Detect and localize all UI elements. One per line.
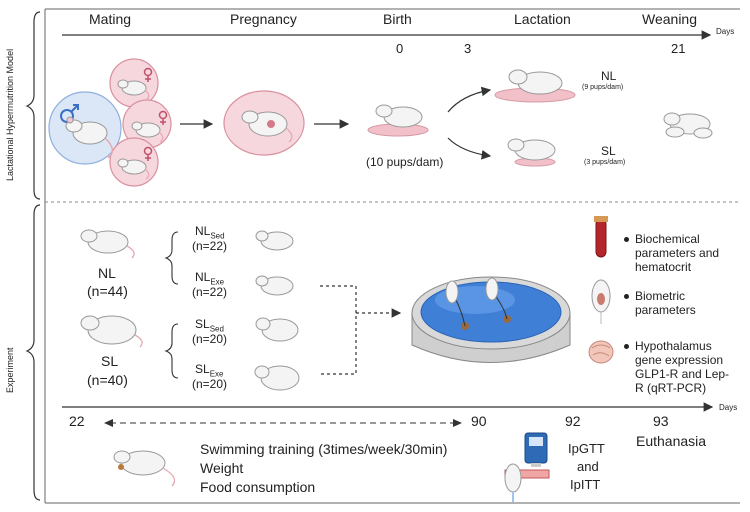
group-sl: SL [101,353,119,369]
group-nl-exe: NLExe [195,270,225,287]
experiment-section-label: Experiment [5,347,15,393]
model-section-label: Lactational Hyperrnutrition Model [5,48,15,181]
training-food: Food consumption [200,479,316,495]
female-symbol-icon [143,67,168,161]
sl-note: (3 pups/dam) [584,159,626,166]
group-sl-n: (n=40) [87,372,128,388]
stage-pregnancy: Pregnancy [230,11,297,27]
nl-label: NL [601,69,617,83]
group-sl-sed: SLSed [195,317,224,334]
stage-mating: Mating [89,11,132,27]
euthanasia-label: Euthanasia [636,433,707,449]
rat-icon [65,116,114,159]
outcome-hypothalamus: Hypothalamus gene expression GLP1-R and … [624,339,729,395]
group-sl-exe-n: (n=20) [192,377,228,391]
training-protocol: Swimming training (3times/week/30min) [200,441,448,457]
test-ipitt: IpITT [570,477,601,492]
outcome-biochemical: Biochemical parameters and hematocrit [624,232,719,274]
pregnant-rat-icon [241,110,293,143]
tick-22: 22 [69,413,85,429]
timeline1-unit: Days [716,27,735,36]
rat-icon [131,121,164,143]
test-and: and [577,459,599,474]
outcome-biometric: Biometric parameters [624,289,696,317]
stage-weaning: Weaning [642,11,698,27]
nl-rat-icon [80,229,135,259]
tick-92: 92 [565,413,581,429]
nl-litter-icon [494,69,576,103]
experiment-brace [25,204,41,501]
rat-icon [117,79,150,101]
sl-rat-icon [80,315,143,348]
sl-exe-rat-icon [254,365,300,391]
birth-litter-icon [367,104,429,137]
sl-sed-rat-icon [255,317,299,342]
male-symbol-icon [60,104,79,123]
swimming-pool-icon [411,276,571,363]
group-sl-exe: SLExe [195,362,224,379]
weaning-rats-icon [663,112,713,139]
stage-birth: Birth [383,11,412,27]
tick-21: 21 [671,41,686,56]
nl-note: (9 pups/dam) [582,84,624,91]
group-nl-sed-n: (n=22) [192,239,228,253]
group-nl-n: (n=44) [87,283,128,299]
nl-exe-rat-icon [255,275,294,296]
test-rat-icon [504,463,550,502]
sl-label: SL [601,144,616,158]
tick-3: 3 [464,41,472,56]
sl-litter-icon [507,138,556,167]
tick-90: 90 [471,413,487,429]
group-nl-exe-n: (n=22) [192,285,228,299]
tick-0: 0 [396,41,404,56]
training-weight: Weight [200,460,244,476]
group-nl-sed: NLSed [195,224,225,241]
model-brace [25,11,41,200]
brain-icon [588,340,614,364]
training-rat-icon [113,450,176,487]
test-ipgtt: IpGTT [568,441,605,456]
group-sl-sed-n: (n=20) [192,332,228,346]
rat-icon [117,158,150,180]
nl-sed-rat-icon [255,230,294,251]
birth-note: (10 pups/dam) [366,155,444,169]
dissected-rat-icon [591,279,611,324]
group-nl: NL [98,265,116,281]
tick-93: 93 [653,413,669,429]
glucometer-icon [524,432,548,467]
blood-tube-icon [594,216,608,258]
timeline2-unit: Days [719,403,738,412]
stage-lactation: Lactation [514,11,571,27]
